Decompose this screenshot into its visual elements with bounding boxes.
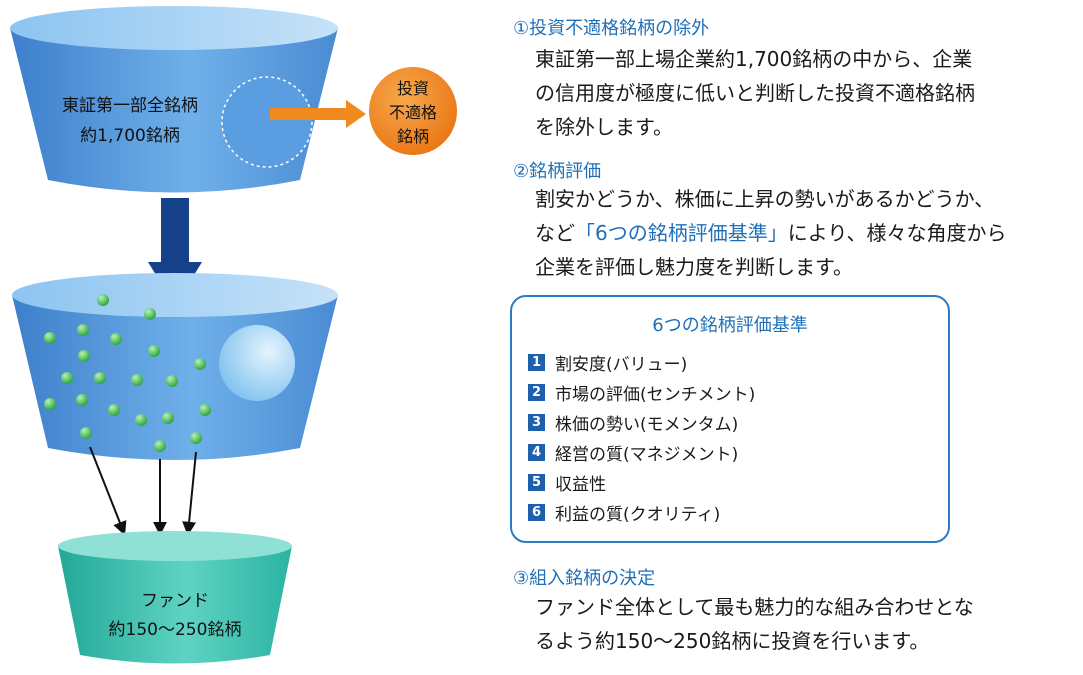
criteria-number: 3 (528, 413, 545, 431)
stock-ball (135, 414, 147, 426)
stock-ball (76, 394, 88, 406)
top-funnel-label-2: 約1,700銘柄 (80, 126, 180, 146)
stock-ball (108, 404, 120, 416)
step3-body: ファンド全体として最も魅力的な組み合わせとな るよう約150〜250銘柄に投資を… (535, 590, 1075, 658)
stock-ball (78, 350, 90, 362)
middle-funnel (12, 273, 338, 460)
criteria-label: 株価の勢い(モメンタム) (555, 414, 739, 435)
stock-ball (131, 374, 143, 386)
step2-body-line: 割安かどうか、株価に上昇の勢いがあるかどうか、 (535, 187, 995, 211)
criteria-number: 2 (528, 383, 545, 401)
step1-title: ①投資不適格銘柄の除外 (513, 18, 710, 39)
step2-title: ②銘柄評価 (513, 161, 602, 182)
criteria-number: 1 (528, 353, 545, 371)
criteria-number: 5 (528, 473, 545, 491)
fund-label-2: 約150〜250銘柄 (109, 620, 242, 640)
fund-label-1: ファンド (141, 591, 209, 611)
criteria-item: 3 株価の勢い(モメンタム) (528, 407, 755, 437)
top-funnel-label-1: 東証第一部全銘柄 (62, 96, 198, 116)
criteria-label: 割安度(バリュー) (555, 354, 688, 375)
step3-title: ③組入銘柄の決定 (513, 568, 656, 589)
selection-arrows (89, 446, 197, 536)
step2-body-line: など「6つの銘柄評価基準」により、様々な角度から (535, 216, 1075, 250)
step1-body: 東証第一部上場企業約1,700銘柄の中から、企業 の信用度が極度に低いと判断した… (535, 42, 1075, 144)
top-funnel: 東証第一部全銘柄 約1,700銘柄 (10, 6, 338, 193)
criteria-label: 利益の質(クオリティ) (555, 504, 721, 525)
step1-body-line: を除外します。 (535, 115, 673, 139)
criteria-highlight: 「6つの銘柄評価基準」 (575, 221, 788, 245)
criteria-item: 5 収益性 (528, 467, 755, 497)
criteria-title: 6つの銘柄評価基準 (652, 315, 808, 336)
excluded-label-1: 投資 (397, 79, 429, 98)
fund-funnel: ファンド 約150〜250銘柄 (58, 531, 292, 664)
stock-ball (80, 427, 92, 439)
evaluation-sphere (219, 325, 295, 401)
funnel-diagram: 東証第一部全銘柄 約1,700銘柄 投資 不適格 銘柄 (10, 6, 457, 664)
criteria-item: 4 経営の質(マネジメント) (528, 437, 755, 467)
excluded-label-2: 不適格 (389, 103, 437, 122)
stock-ball (61, 372, 73, 384)
step3-body-line: ファンド全体として最も魅力的な組み合わせとな (535, 595, 974, 619)
step1-body-line: 東証第一部上場企業約1,700銘柄の中から、企業 (535, 47, 973, 71)
stock-ball (44, 332, 56, 344)
stock-ball (148, 345, 160, 357)
step2-body-line: 企業を評価し魅力度を判断します。 (535, 255, 853, 279)
step2-body-pre: など (535, 221, 575, 245)
stock-ball (44, 398, 56, 410)
exclusion-arrow (270, 100, 366, 128)
excluded-stocks-circle: 投資 不適格 銘柄 (369, 67, 457, 155)
stock-ball (144, 308, 156, 320)
stock-ball (190, 432, 202, 444)
stock-balls (44, 294, 211, 452)
criteria-item: 2 市場の評価(センチメント) (528, 377, 755, 407)
criteria-number: 4 (528, 443, 545, 461)
stock-ball (94, 372, 106, 384)
stock-ball (199, 404, 211, 416)
excluded-label-3: 銘柄 (397, 127, 429, 146)
step3-body-line: るよう約150〜250銘柄に投資を行います。 (535, 629, 930, 653)
step2-body-post: により、様々な角度から (787, 221, 1007, 245)
step2-body: 割安かどうか、株価に上昇の勢いがあるかどうか、 など「6つの銘柄評価基準」により… (535, 182, 1075, 284)
stock-ball (154, 440, 166, 452)
criteria-label: 収益性 (555, 474, 606, 495)
stock-ball (97, 294, 109, 306)
criteria-label: 経営の質(マネジメント) (555, 444, 739, 465)
criteria-item: 1 割安度(バリュー) (528, 347, 755, 377)
criteria-label: 市場の評価(センチメント) (555, 384, 756, 405)
stock-ball (110, 333, 122, 345)
stock-ball (166, 375, 178, 387)
criteria-number: 6 (528, 503, 545, 521)
stock-ball (162, 412, 174, 424)
stock-ball (194, 358, 206, 370)
step1-body-line: の信用度が極度に低いと判断した投資不適格銘柄 (535, 81, 975, 105)
stock-ball (77, 324, 89, 336)
criteria-box: 6つの銘柄評価基準 1 割安度(バリュー) 2 市場の評価(センチメント) 3 株価の… (510, 295, 950, 543)
criteria-item: 6 利益の質(クオリティ) (528, 497, 755, 527)
